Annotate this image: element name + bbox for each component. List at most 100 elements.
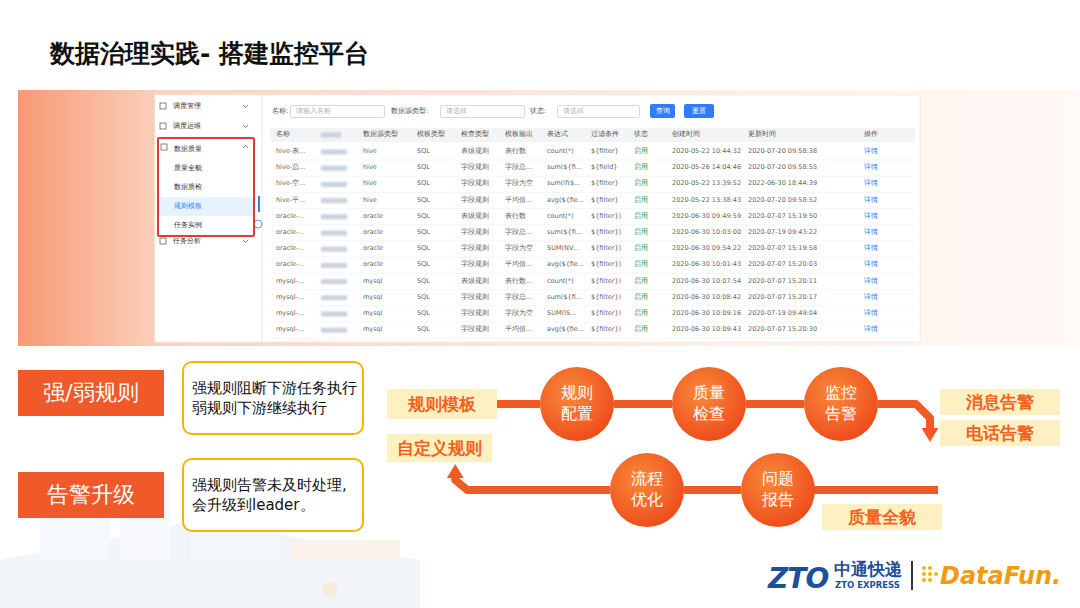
table-cell: count(*): [547, 148, 574, 156]
table-header: 操作: [864, 131, 878, 139]
table-cell: 启用: [634, 261, 648, 269]
menu-icons: [160, 103, 636, 244]
flow-circle: 监控 告警: [804, 367, 878, 441]
table-cell: ${filter}): [591, 278, 621, 286]
table-cell: 字段规则: [461, 180, 489, 188]
table-header: 名称: [276, 131, 290, 139]
input-field: 请输入名称: [290, 105, 385, 118]
table-cell: 字段为空: [505, 245, 533, 253]
table-grid: [270, 133, 915, 339]
table-cell: 平均值...: [505, 197, 532, 205]
node-text: 强规则告警未及时处理, 会升级到leader。: [192, 475, 354, 516]
table-cell: 详情: [864, 310, 878, 318]
table-cell: 启用: [634, 245, 648, 253]
table-cell: 表行数: [505, 213, 526, 221]
flow-connector: [684, 486, 741, 494]
table-cell: avg(${fie...: [547, 261, 584, 269]
node-text: 请选择: [446, 107, 467, 116]
table-header: 过滤条件: [591, 131, 619, 139]
table-cell: SUM(IS...: [547, 310, 576, 318]
table-cell: 2020-07-07 15:20:30: [748, 326, 817, 334]
table-cell: 2020-06-30 10:01:43: [672, 261, 741, 269]
flow-connector: [455, 478, 610, 490]
flow-circle: 问题 报告: [741, 453, 815, 527]
table-cell: ${filter}): [591, 326, 621, 334]
table-cell: 详情: [864, 197, 878, 205]
table-cell: 字段规则: [461, 261, 489, 269]
menu-item: 调度管理: [173, 102, 201, 110]
topic-tag: 告警升级: [18, 472, 164, 518]
table-cell: 表级规则: [461, 213, 489, 221]
table-cell: ${filter}): [591, 310, 621, 318]
node-text: 数据质量: [159, 140, 253, 159]
node-text: 消息告警: [966, 391, 1034, 414]
table-cell: 字段规则: [461, 197, 489, 205]
table-cell: 详情: [864, 229, 878, 237]
menu-item: 调度运维: [173, 122, 201, 130]
table-header: 表达式: [547, 131, 568, 139]
table-cell: 2020-05-22 13:39:52: [672, 180, 741, 188]
table-cell: 2020-05-22 13:38:43: [672, 197, 741, 205]
callout-box: 强规则阻断下游任务执行 弱规则下游继续执行: [182, 361, 364, 435]
table-cell: 2020-07-07 15:19:50: [748, 213, 817, 221]
table-cell: 2020-05-22 10:44:32: [672, 148, 741, 156]
table-cell: 字段总...: [505, 164, 532, 172]
table-cell: 详情: [864, 213, 878, 221]
table-cell: 详情: [864, 180, 878, 188]
table-cell: 启用: [634, 164, 648, 172]
table-cell: 2020-07-20 09:58:55: [748, 164, 817, 172]
table-cell: 字段规则: [461, 229, 489, 237]
table-cell: oracle: [363, 229, 383, 237]
flow-circle: 规则 配置: [540, 367, 614, 441]
logo-text: 中通快递: [834, 559, 902, 579]
table-cell: hive-平...: [276, 197, 305, 205]
table-cell: count(*): [547, 213, 574, 221]
table-cell: 启用: [634, 229, 648, 237]
logo-mark: DataFun.: [940, 562, 1061, 591]
node-text: 监控 告警: [816, 383, 866, 425]
table-cell: sum(${fi...: [547, 229, 582, 237]
table-cell: oracle: [363, 261, 383, 269]
table-cell: avg(${fie...: [547, 326, 584, 334]
screenshot-panel: [155, 95, 920, 342]
table-cell: 2020-06-30 10:09:16: [672, 310, 741, 318]
node-text: 问题 报告: [753, 469, 803, 511]
table-cell: count(*): [547, 278, 574, 286]
table-cell: SQL: [417, 294, 430, 302]
flow-connector: [746, 400, 804, 408]
table-cell: SQL: [417, 164, 430, 172]
table-cell: hive: [363, 148, 377, 156]
table-cell: avg(${fie...: [547, 197, 584, 205]
filter-label: 状态:: [530, 108, 546, 116]
node-text: 请输入名称: [296, 107, 331, 116]
logo-mark: ZTO: [768, 562, 828, 596]
table-header-bg: [270, 128, 915, 142]
table-cell: ${filter}): [591, 213, 621, 221]
table-cell: ${filter}): [591, 261, 621, 269]
node-text: 查询: [656, 107, 670, 116]
table-cell: 平均值...: [505, 261, 532, 269]
table-header: 模板类型: [417, 131, 445, 139]
table-cell: 2020-07-07 15:19:58: [748, 245, 817, 253]
table-cell: ${filter}: [591, 180, 619, 188]
input-field: 请选择: [440, 105, 525, 118]
table-cell: 2020-06-30 10:08:42: [672, 294, 741, 302]
table-cell: ${field}: [591, 164, 617, 172]
datafun-icon: [922, 566, 938, 582]
table-cell: mysql-...: [276, 310, 304, 318]
node-text: 流程 优化: [622, 469, 672, 511]
table-cell: 2020-05-26 14:04:46: [672, 164, 741, 172]
table-cell: 2020-06-30 10:03:00: [672, 229, 741, 237]
button: 重置: [684, 104, 714, 118]
table-cell: SQL: [417, 180, 430, 188]
node-text: 强/弱规则: [43, 378, 138, 408]
table-cell: oracle-...: [276, 261, 305, 269]
table-cell: mysql-...: [276, 294, 304, 302]
table-cell: SQL: [417, 245, 430, 253]
active-bar: [258, 196, 260, 212]
table-cell: SQL: [417, 326, 430, 334]
table-cell: 表级规则: [461, 278, 489, 286]
table-cell: 字段总...: [505, 229, 532, 237]
node-text: 质量全貌: [848, 506, 916, 529]
table-cell: SQL: [417, 310, 430, 318]
